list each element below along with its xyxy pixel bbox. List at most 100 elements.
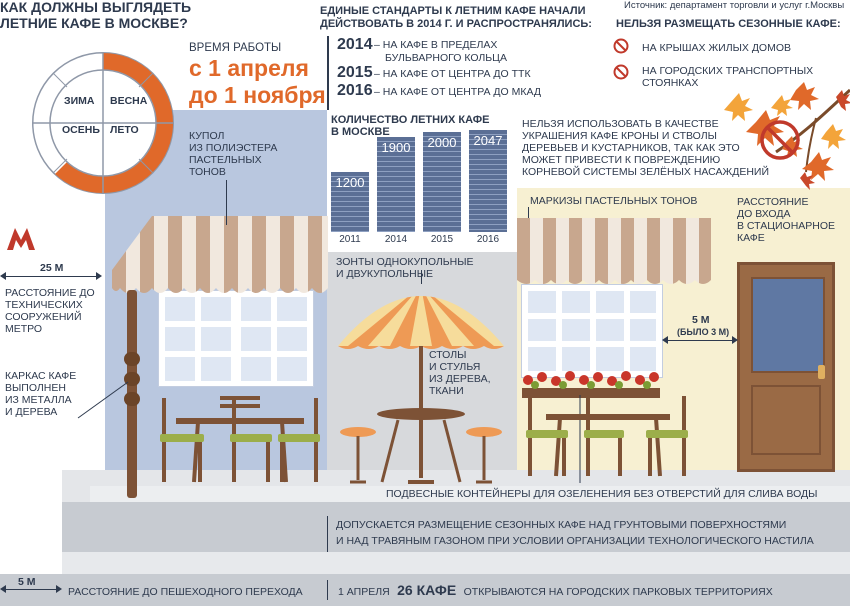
forbidden-item-parking-1: НА ГОРОДСКИХ ТРАНСПОРТНЫХ <box>642 65 814 77</box>
frame-pointer <box>77 381 129 419</box>
dome-note-line2: ИЗ ПОЛИЭСТЕРА <box>189 142 278 154</box>
autumn-branch-icon <box>724 82 850 190</box>
chart-tick-label-2015: 2015 <box>430 234 454 245</box>
umbrella-note-line2: И ДВУКУПОЛЬНЫЕ <box>336 268 434 280</box>
pole-joint-3 <box>124 392 140 406</box>
chart-bars: 1200 1900 2000 2047 <box>331 130 507 232</box>
no-entry-icon-roofs <box>613 38 629 54</box>
standards-title-line2: ДЕЙСТВОВАТЬ В 2014 Г. И РАСПРОСТРАНЯЛИСЬ… <box>320 18 592 30</box>
entrance-distance: 5 М <box>692 314 710 326</box>
chart-bar-2011 <box>331 172 369 232</box>
no-entry-icon-parking <box>613 64 629 80</box>
metro-arrow-right <box>96 272 102 280</box>
chart-value-label-2011: 1200 <box>335 175 365 190</box>
parks-note: 1 АПРЕЛЯ 26 КАФЕ ОТКРЫВАЮТСЯ НА ГОРОДСКИ… <box>338 582 773 600</box>
frame-note-line3: ИЗ МЕТАЛЛА <box>5 394 72 406</box>
metro-note-line3: СООРУЖЕНИЙ <box>5 311 82 323</box>
chart-tick-label-2014: 2014 <box>384 234 408 245</box>
furniture-note-line3: ИЗ ДЕРЕВА, <box>429 373 491 385</box>
parks-date: 1 АПРЕЛЯ <box>338 586 390 598</box>
entrance-was: (БЫЛО 3 М) <box>677 327 730 337</box>
chart-title-line1: КОЛИЧЕСТВО ЛЕТНИХ КАФЕ В МОСКВЕ <box>331 114 496 138</box>
crossing-note: РАССТОЯНИЕ ДО ПЕШЕХОДНОГО ПЕРЕХОДА <box>68 586 303 598</box>
entrance-note: РАССТОЯНИЕ ДО ВХОДА В СТАЦИОНАРНОЕ КАФЕ <box>737 196 835 244</box>
dome-pointer <box>226 180 227 225</box>
standard-year-2015: 2015 <box>337 64 373 81</box>
standard-year-2014: 2014 <box>337 36 373 53</box>
standard-year-2016: 2016 <box>337 82 373 99</box>
entrance-note-line3: В СТАЦИОНАРНОЕ <box>737 220 836 232</box>
frame-note: КАРКАС КАФЕ ВЫПОЛНЕН ИЗ МЕТАЛЛА И ДЕРЕВА <box>5 370 76 418</box>
crossing-distance: 5 М <box>18 576 36 588</box>
sidewalk-band <box>62 502 850 552</box>
right-cafe-window <box>521 284 663 378</box>
standards-timeline-line <box>327 36 329 110</box>
door-panel <box>751 385 821 455</box>
dome-note-line1: КУПОЛ <box>189 130 225 142</box>
trees-note-line1: НЕЛЬЗЯ ИСПОЛЬЗОВАТЬ В КАЧЕСТВЕ <box>522 118 719 130</box>
page-title-line1: КАК ДОЛЖНЫ ВЫГЛЯДЕТЬ <box>0 0 192 15</box>
entrance-distance-line <box>664 340 736 341</box>
furniture-note: СТОЛЫ И СТУЛЬЯ ИЗ ДЕРЕВА, ТКАНИ <box>429 349 491 397</box>
trees-note-line3: ДЕРЕВЬЕВ И КУСТАРНИКОВ, ТАК КАК ЭТО <box>522 142 740 154</box>
ground-note-line1: ДОПУСКАЕТСЯ РАЗМЕЩЕНИЕ СЕЗОННЫХ КАФЕ НАД… <box>336 519 787 531</box>
crossing-arrow-left <box>0 585 6 593</box>
metro-note-line1: РАССТОЯНИЕ ДО <box>5 287 95 299</box>
dome-note-line4: ТОНОВ <box>189 166 226 178</box>
metro-note: РАССТОЯНИЕ ДО ТЕХНИЧЕСКИХ СООРУЖЕНИЙ МЕТ… <box>5 287 95 335</box>
ground-note-line2: И НАД ТРАВЯНЫМ ГАЗОНОМ ПРИ УСЛОВИИ ОРГАН… <box>336 535 814 547</box>
work-time-to: до 1 ноября <box>189 82 326 108</box>
chart-title: КОЛИЧЕСТВО ЛЕТНИХ КАФЕ В МОСКВЕ <box>331 114 490 138</box>
season-spring: ВЕСНА <box>110 95 148 107</box>
chart-bar-2015 <box>423 132 461 232</box>
curb-band <box>62 552 850 574</box>
umbrella-pointer <box>421 270 422 284</box>
parks-count: 26 КАФЕ <box>397 582 457 598</box>
metro-icon <box>7 228 35 250</box>
chart-value-label-2016: 2047 <box>473 133 503 148</box>
umbrella-note-line1: ЗОНТЫ ОДНОКУПОЛЬНЫЕ <box>336 256 474 268</box>
left-cafe-furniture <box>160 396 320 483</box>
entrance-note-line2: ДО ВХОДА <box>737 208 791 220</box>
work-time-from: с 1 апреля <box>189 55 309 81</box>
hanging-flower-container <box>522 371 660 398</box>
furniture-note-line4: ТКАНИ <box>429 385 464 397</box>
cafe-count-chart: 1200 1900 2000 2047 <box>331 130 507 232</box>
page-title-line2: ЛЕТНИЕ КАФЕ В МОСКВЕ? <box>0 15 188 31</box>
dome-note-line3: ПАСТЕЛЬНЫХ <box>189 154 262 166</box>
seasons-wheel <box>32 52 174 194</box>
trees-note-line4: МОЖЕТ ПРИВЕСТИ К ПОВРЕЖДЕНИЮ <box>522 154 721 166</box>
chart-tick-label-2016: 2016 <box>476 234 500 245</box>
frame-note-line2: ВЫПОЛНЕН <box>5 382 66 394</box>
furniture-note-line1: СТОЛЫ <box>429 349 467 361</box>
chart-bar-2016 <box>469 130 507 232</box>
trees-note: НЕЛЬЗЯ ИСПОЛЬЗОВАТЬ В КАЧЕСТВЕ УКРАШЕНИЯ… <box>522 118 769 178</box>
forbidden-title: НЕЛЬЗЯ РАЗМЕЩАТЬ СЕЗОННЫЕ КАФЕ: <box>616 18 841 30</box>
metro-note-line2: ТЕХНИЧЕСКИХ <box>5 299 83 311</box>
frame-note-line1: КАРКАС КАФЕ <box>5 370 77 382</box>
chart-tick-label-2011: 2011 <box>339 234 361 245</box>
crossing-distance-line <box>2 589 58 590</box>
platform-edge <box>90 486 850 504</box>
chart-value-label-2014: 1900 <box>381 140 411 155</box>
left-cafe-window <box>158 290 314 387</box>
chart-x-axis: 2011 2014 2015 2016 <box>331 234 507 248</box>
chart-value-label-2015: 2000 <box>427 135 457 150</box>
source-note: Источник: департамент торговли и услуг г… <box>624 0 845 11</box>
metro-distance: 25 М <box>40 262 64 274</box>
trees-note-line5: КОРНЕВОЙ СИСТЕМЫ ЗЕЛЁНЫХ НАСАЖДЕНИЙ <box>522 166 770 178</box>
furniture-note-line2: И СТУЛЬЯ <box>429 361 481 373</box>
entrance-note-line4: КАФЕ <box>737 232 765 244</box>
road-band <box>0 574 850 606</box>
trees-note-line2: УКРАШЕНИЯ КАФЕ КРОНЫ И СТВОЛЫ <box>522 130 717 142</box>
standards-title-line1: ЕДИНЫЕ СТАНДАРТЫ К ЛЕТНИМ КАФЕ НАЧАЛИ <box>320 5 586 17</box>
umbrella-note: ЗОНТЫ ОДНОКУПОЛЬНЫЕ И ДВУКУПОЛЬНЫЕ <box>336 256 474 280</box>
umbrella <box>338 296 504 420</box>
containers-note: ПОДВЕСНЫЕ КОНТЕЙНЕРЫ ДЛЯ ОЗЕЛЕНЕНИЯ БЕЗ … <box>386 488 818 500</box>
metro-arrow-left <box>0 272 6 280</box>
container-pointer <box>579 395 581 483</box>
standard-text-2014-1: – НА КАФЕ В ПРЕДЕЛАХ <box>374 39 498 51</box>
parks-divider <box>327 580 328 600</box>
entrance-note-line1: РАССТОЯНИЕ <box>737 196 809 208</box>
forbidden-item-parking-2: СТОЯНКАХ <box>642 77 699 89</box>
